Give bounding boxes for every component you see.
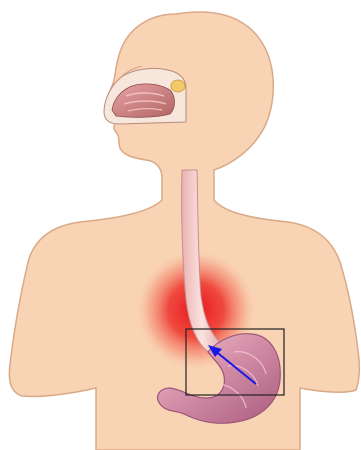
anatomy-diagram bbox=[0, 0, 361, 450]
anatomy-illustration bbox=[0, 0, 361, 450]
